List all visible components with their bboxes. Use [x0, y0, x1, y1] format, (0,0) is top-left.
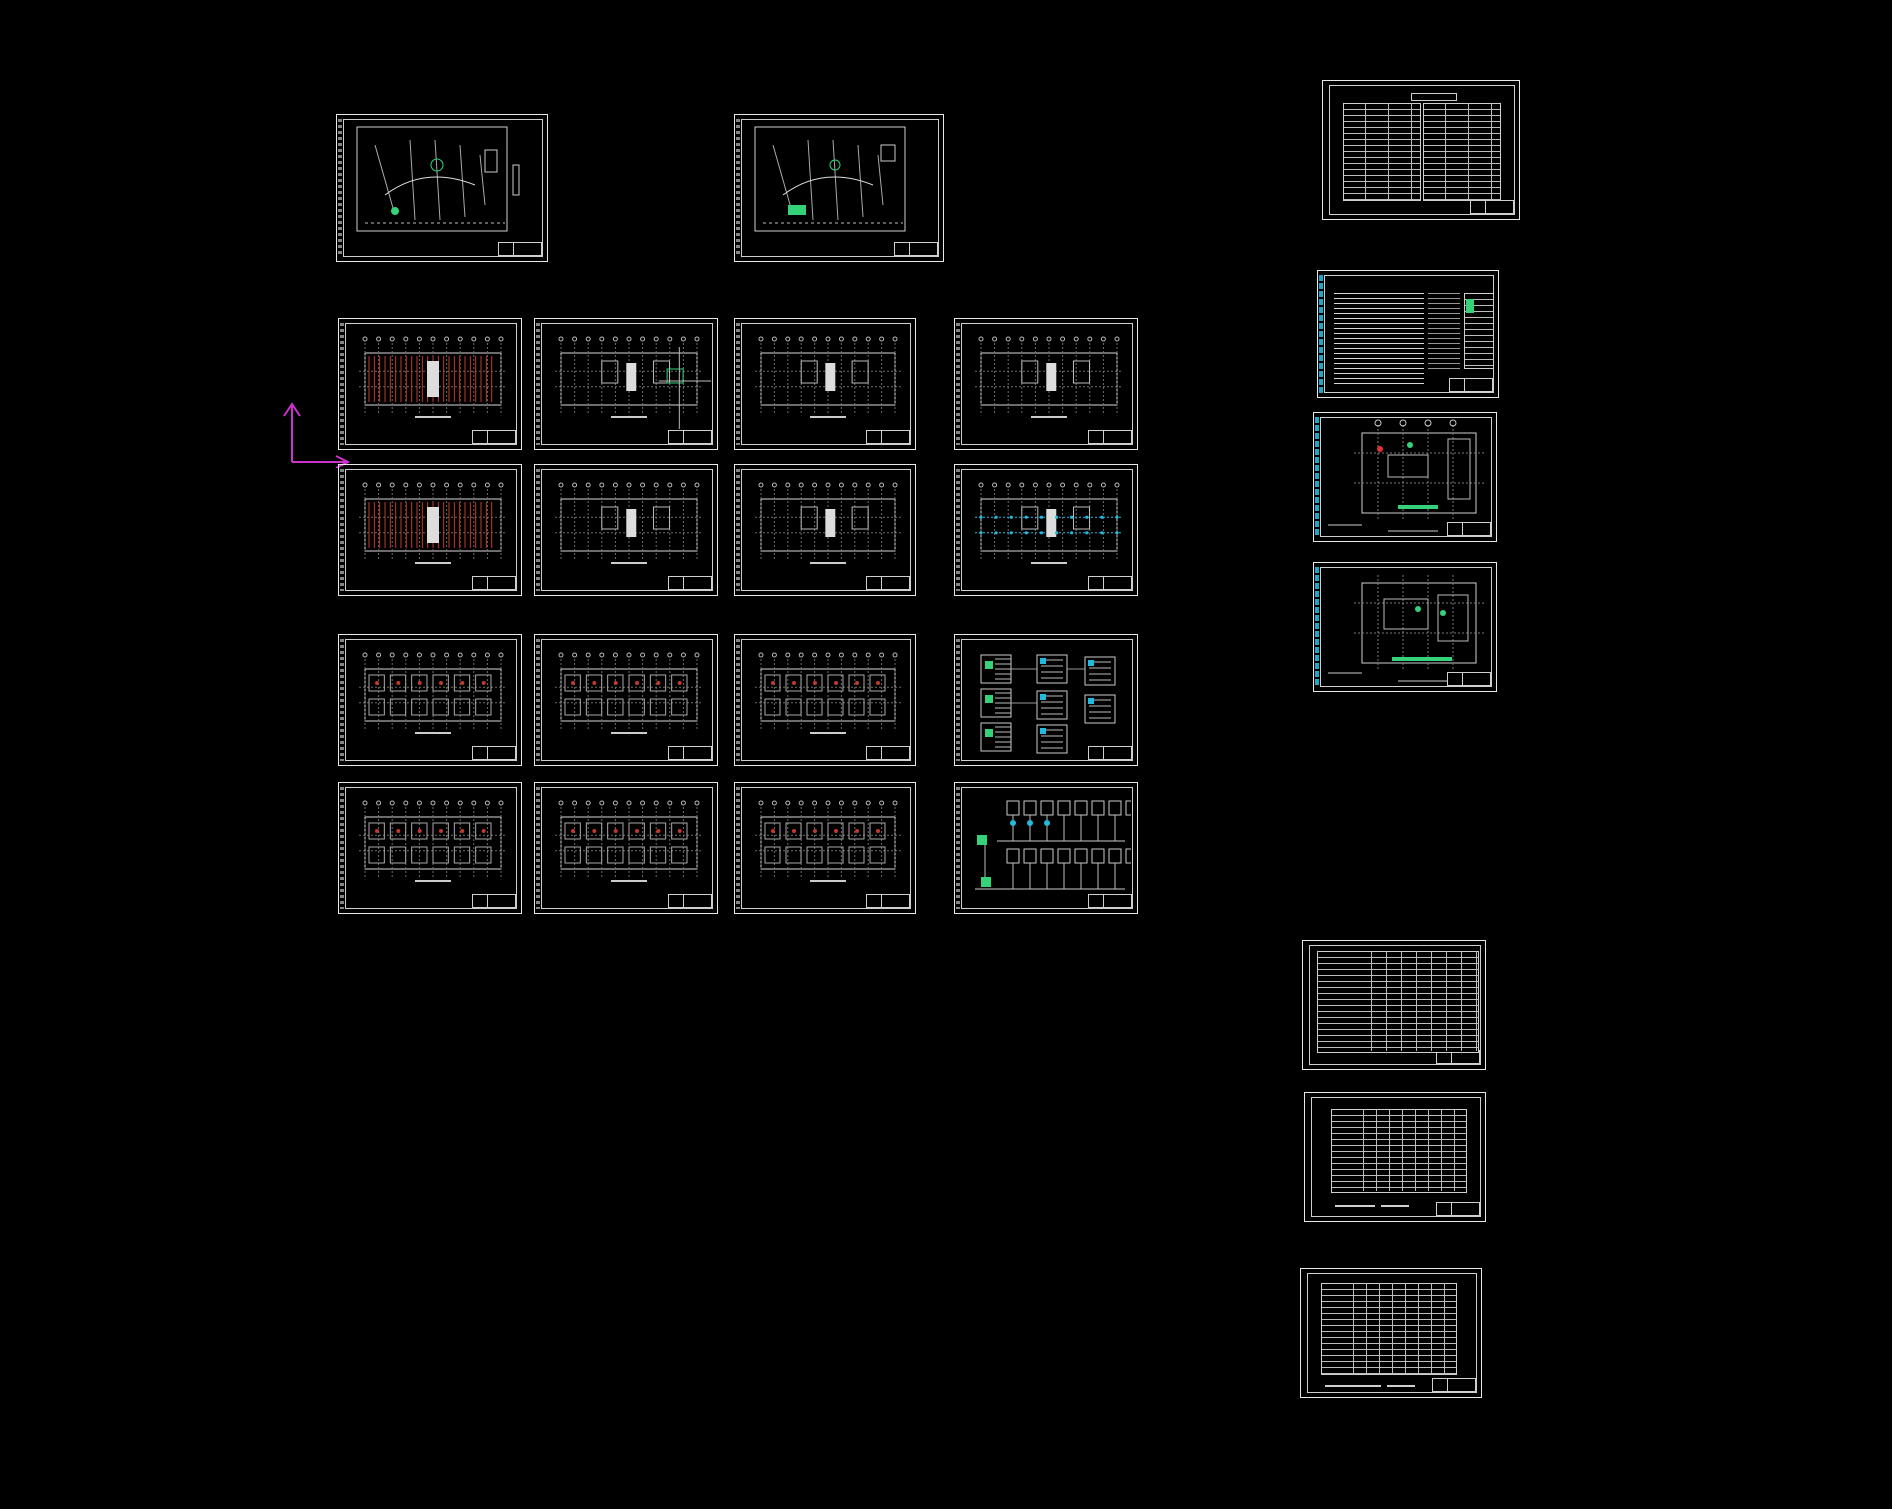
sheet-system-diagram-1[interactable] — [954, 634, 1138, 766]
plan-r3c1-drawing — [359, 652, 507, 734]
plan-r2c1-drawing — [359, 482, 507, 564]
notes-text-2 — [1428, 289, 1460, 369]
sheet-plan-r2c3[interactable] — [734, 464, 916, 596]
sheet-plan-r4c2[interactable] — [534, 782, 718, 914]
plan-r2c3-drawing — [755, 482, 901, 564]
sheet-plan-r4c3[interactable] — [734, 782, 916, 914]
sheet-schedule-table-2[interactable] — [1304, 1092, 1486, 1222]
index-title — [1411, 93, 1457, 101]
plan-r1c1-drawing — [359, 336, 507, 418]
sheet-basement-plan-1[interactable] — [1313, 412, 1497, 542]
plan-r3c3-drawing — [755, 652, 901, 734]
plan-r3c2-drawing — [555, 652, 703, 734]
sheet-site-plan-1[interactable] — [336, 114, 548, 262]
sheet-plan-r2c2[interactable] — [534, 464, 718, 596]
plan-r1c2-drawing — [555, 336, 711, 429]
sheet-plan-r4c1[interactable] — [338, 782, 522, 914]
plan-r2c4-drawing — [975, 482, 1123, 564]
sheet-basement-plan-2[interactable] — [1313, 562, 1497, 692]
sheet-riser-diagram[interactable] — [954, 782, 1138, 914]
sheet-plan-r3c2[interactable] — [534, 634, 718, 766]
sheet-plan-r3c1[interactable] — [338, 634, 522, 766]
plan-r4c2-drawing — [555, 800, 703, 882]
sheet-plan-r1c2[interactable] — [534, 318, 718, 450]
sheet-drawing-index[interactable] — [1322, 80, 1520, 220]
site-plan-drawing — [754, 126, 906, 232]
sheet-schedule-table-3[interactable] — [1300, 1268, 1482, 1398]
sheet-plan-r2c4[interactable] — [954, 464, 1138, 596]
basement-plan-drawing — [1328, 419, 1484, 532]
site-plan-drawing — [356, 126, 520, 232]
sheet-plan-r1c3[interactable] — [734, 318, 916, 450]
sheet-plan-r1c4[interactable] — [954, 318, 1138, 450]
basement-plan-drawing — [1328, 575, 1484, 682]
sheet-design-notes[interactable] — [1317, 270, 1499, 398]
plan-r4c3-drawing — [755, 800, 901, 882]
sheet-plan-r3c3[interactable] — [734, 634, 916, 766]
legend-table — [1464, 293, 1494, 369]
sheet-plan-r2c1[interactable] — [338, 464, 522, 596]
sheet-schedule-table-1[interactable] — [1302, 940, 1486, 1070]
ucs-icon — [283, 402, 350, 468]
sheet-plan-r1c1[interactable] — [338, 318, 522, 450]
plan-r4c1-drawing — [359, 800, 507, 882]
plan-r1c4-drawing — [975, 336, 1123, 418]
system-diagram-1-drawing — [980, 654, 1116, 754]
plan-r1c3-drawing — [755, 336, 901, 418]
riser-diagram-drawing — [975, 800, 1131, 890]
notes-text — [1334, 289, 1424, 385]
plan-r2c2-drawing — [555, 482, 703, 564]
sheet-site-plan-2[interactable] — [734, 114, 944, 262]
